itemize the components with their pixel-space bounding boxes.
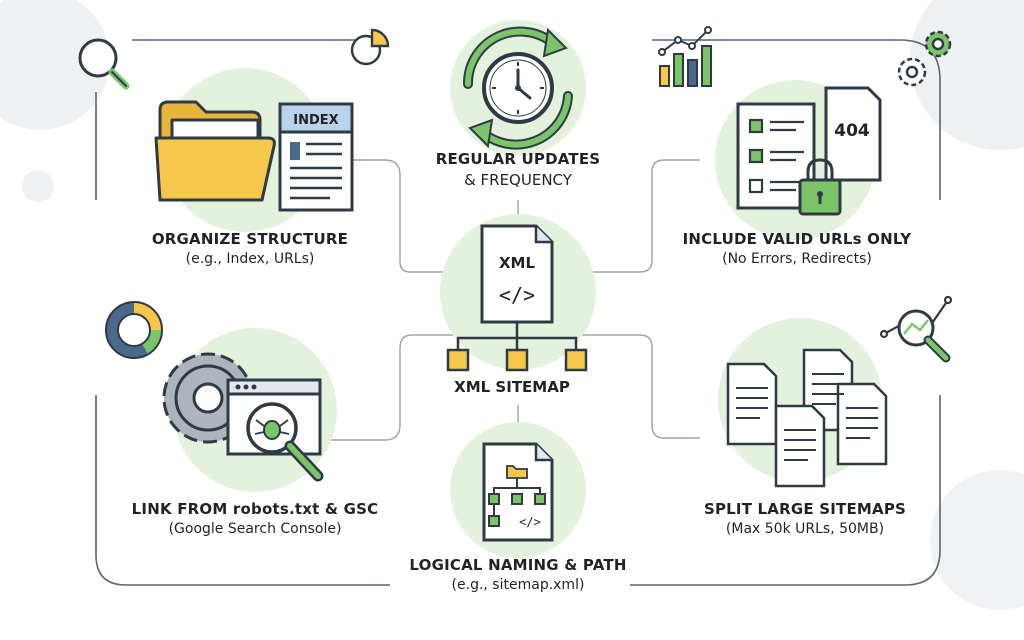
bg-circle <box>910 0 1024 150</box>
clock-icon <box>482 52 554 124</box>
naming-file-icon: </> <box>482 442 554 542</box>
bg-circle <box>0 0 110 130</box>
frame-line <box>630 395 941 586</box>
topic-valid: INCLUDE VALID URLs ONLY (No Errors, Redi… <box>672 230 922 267</box>
index-label: INDEX <box>293 113 338 128</box>
connector-line <box>565 334 700 439</box>
topic-subtitle: (Google Search Console) <box>168 521 342 537</box>
topic-title: ORGANIZE STRUCTURE <box>151 230 349 248</box>
topic-naming: LOGICAL NAMING & PATH (e.g., sitemap.xml… <box>398 556 638 593</box>
topic-subtitle: & FREQUENCY <box>464 171 572 189</box>
magnifier-icon <box>78 38 130 90</box>
topic-subtitle: (e.g., sitemap.xml) <box>451 577 585 593</box>
pie-chart-icon <box>350 28 390 66</box>
error-code-label: 404 <box>834 121 870 141</box>
topic-title: LINK FROM robots.txt & GSC <box>131 500 379 518</box>
bar-chart-icon <box>658 26 712 87</box>
bg-circle <box>930 470 1024 610</box>
naming-code-label: </> <box>519 515 541 529</box>
connector-line <box>330 334 460 441</box>
topic-title: SPLIT LARGE SITEMAPS <box>703 500 907 518</box>
topic-title: REGULAR UPDATES <box>435 150 601 168</box>
donut-chart-icon <box>105 301 163 359</box>
connector-line <box>565 159 700 273</box>
gear-icon <box>897 30 952 87</box>
topic-split: SPLIT LARGE SITEMAPS (Max 50k URLs, 50MB… <box>690 500 920 537</box>
xml-file-label: XML <box>499 254 535 272</box>
xml-file-icon: XML </> <box>480 224 554 324</box>
topic-organize: ORGANIZE STRUCTURE (e.g., Index, URLs) <box>130 230 370 267</box>
index-document-icon: INDEX <box>278 102 354 212</box>
xml-code-label: </> <box>499 283 535 307</box>
browser-spider-icon <box>226 378 324 482</box>
refresh-arrows-icon <box>462 26 573 150</box>
documents-stack-icon <box>726 348 888 488</box>
bg-circle <box>22 170 54 202</box>
connector-line <box>345 159 460 273</box>
topic-subtitle: (e.g., Index, URLs) <box>185 251 315 267</box>
folder-icon <box>154 100 276 202</box>
tree-icon <box>446 322 588 372</box>
center-title: XML SITEMAP <box>454 378 570 396</box>
topic-link: LINK FROM robots.txt & GSC (Google Searc… <box>110 500 400 537</box>
frame-line <box>95 395 390 586</box>
error-404-document-icon: 404 <box>824 86 882 182</box>
topic-subtitle: (No Errors, Redirects) <box>722 251 872 267</box>
lock-icon <box>798 158 842 216</box>
topic-subtitle: (Max 50k URLs, 50MB) <box>725 521 885 537</box>
topic-title: INCLUDE VALID URLs ONLY <box>682 230 912 248</box>
search-graph-icon <box>879 295 953 363</box>
topic-updates: REGULAR UPDATES & FREQUENCY <box>408 150 628 189</box>
topic-title: LOGICAL NAMING & PATH <box>409 556 627 574</box>
